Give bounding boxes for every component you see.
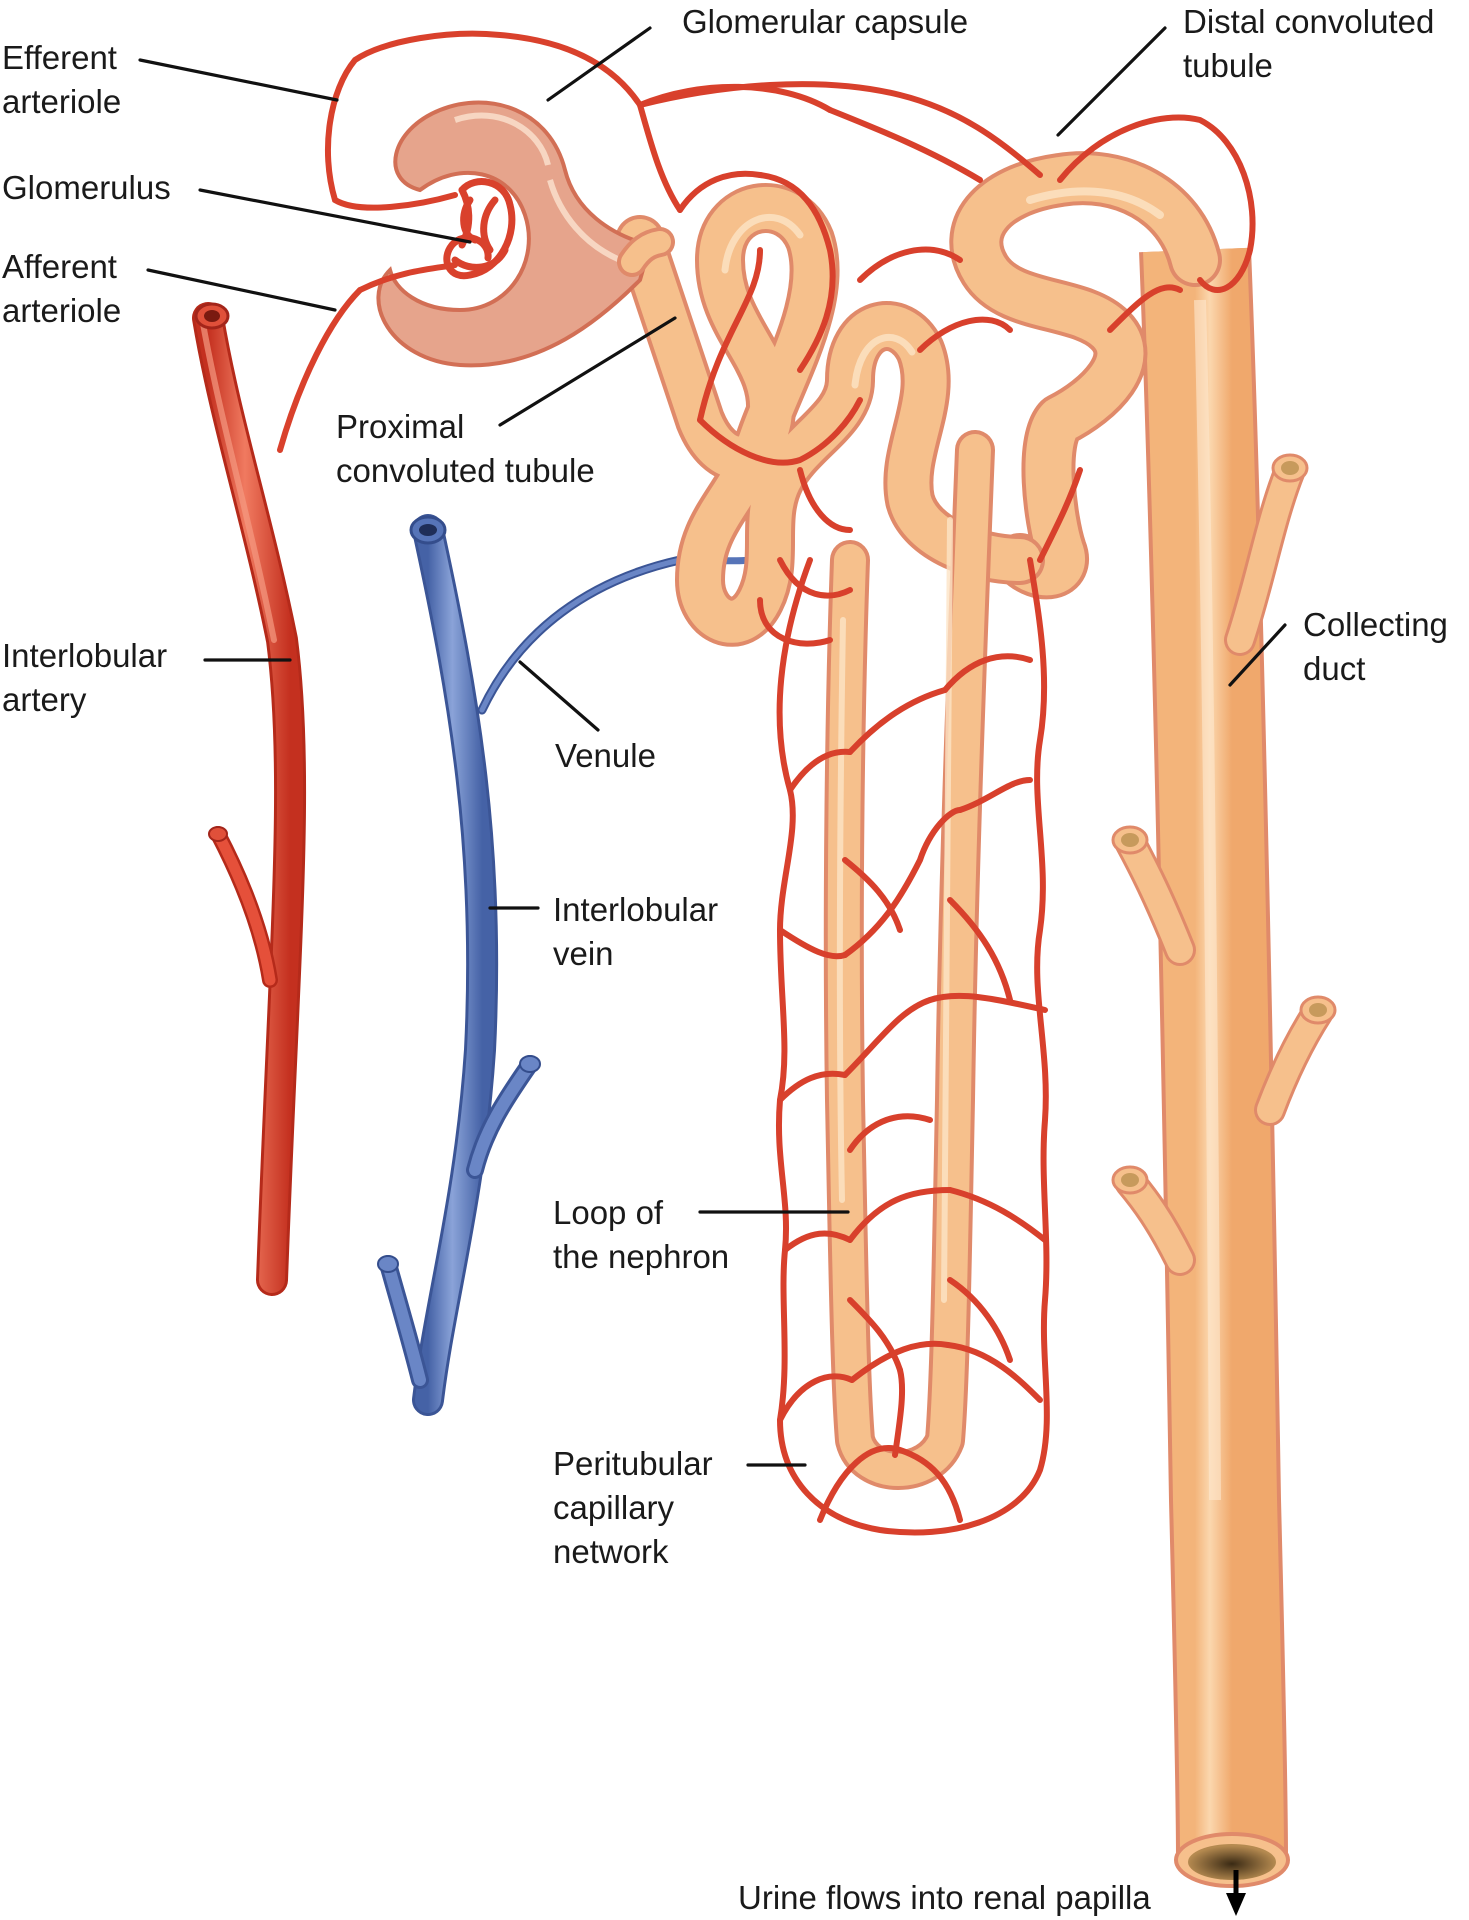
peritubular-capillary-network xyxy=(637,81,1256,1536)
label-line: Loop of xyxy=(553,1194,664,1231)
leader-glomerular-capsule xyxy=(546,26,652,102)
label-line: convoluted tubule xyxy=(336,452,595,489)
leader-distal-convoluted-tubule xyxy=(1056,26,1167,137)
leader-lines xyxy=(138,26,1287,1467)
label-line: duct xyxy=(1303,650,1366,687)
label-line: Collecting xyxy=(1303,606,1448,643)
label-line: Interlobular xyxy=(553,891,719,928)
leader-glomerulus xyxy=(198,188,472,244)
label-line: capillary xyxy=(553,1489,675,1526)
collecting-duct xyxy=(1111,247,1337,1888)
label-venule: Venule xyxy=(555,734,656,778)
label-line: arteriole xyxy=(2,292,122,329)
leader-venule xyxy=(518,660,600,732)
label-interlobular-artery: Interlobular artery xyxy=(2,634,167,722)
label-line: the nephron xyxy=(553,1238,730,1275)
urine-flow-arrow xyxy=(1226,1870,1246,1916)
label-line: Glomerular capsule xyxy=(682,3,969,40)
leader-proximal-convoluted-tubule xyxy=(498,316,677,427)
label-afferent-arteriole: Afferent arteriole xyxy=(2,245,121,333)
leader-collecting-duct xyxy=(1228,623,1287,687)
label-line: arteriole xyxy=(2,83,122,120)
label-proximal-convoluted-tubule: Proximal convoluted tubule xyxy=(336,405,595,493)
label-line: vein xyxy=(553,935,614,972)
label-interlobular-vein: Interlobular vein xyxy=(553,888,718,976)
label-line: Urine flows into renal papilla xyxy=(738,1879,1151,1916)
label-peritubular-capillary-network: Peritubular capillary network xyxy=(553,1442,713,1574)
label-line: artery xyxy=(2,681,87,718)
interlobular-artery xyxy=(192,302,307,1296)
label-line: Venule xyxy=(555,737,656,774)
label-line: Interlobular xyxy=(2,637,168,674)
label-line: Distal convoluted xyxy=(1183,3,1435,40)
label-glomerular-capsule: Glomerular capsule xyxy=(682,0,968,44)
label-line: network xyxy=(553,1533,669,1570)
label-loop-of-the-nephron: Loop of the nephron xyxy=(553,1191,729,1279)
glomerular-capsule xyxy=(376,100,675,368)
leader-efferent-arteriole xyxy=(138,58,339,102)
label-glomerulus: Glomerulus xyxy=(2,166,171,210)
label-line: Afferent xyxy=(2,248,117,285)
label-collecting-duct: Collecting duct xyxy=(1303,603,1448,691)
glomerulus xyxy=(443,178,516,280)
label-line: Peritubular xyxy=(553,1445,713,1482)
leader-afferent-arteriole xyxy=(146,268,337,312)
label-urine-flow: Urine flows into renal papilla xyxy=(738,1876,1151,1920)
label-line: Efferent xyxy=(2,39,117,76)
afferent-arteriole-vessel xyxy=(277,287,363,453)
label-line: Glomerulus xyxy=(2,169,171,206)
label-efferent-arteriole: Efferent arteriole xyxy=(2,36,121,124)
label-line: Proximal xyxy=(336,408,465,445)
label-line: tubule xyxy=(1183,47,1273,84)
label-distal-convoluted-tubule: Distal convoluted tubule xyxy=(1183,0,1434,88)
